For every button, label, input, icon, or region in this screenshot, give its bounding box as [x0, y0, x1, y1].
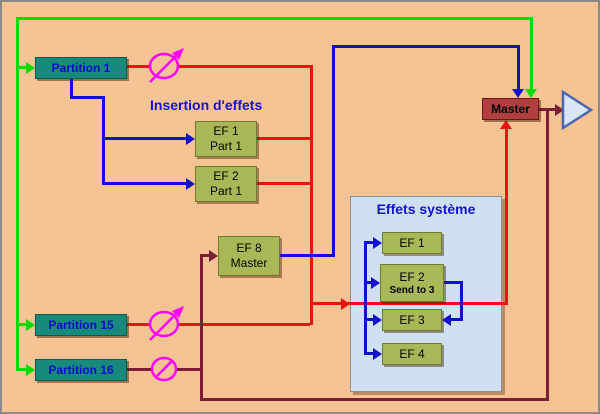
effect-target: Part 1 — [209, 139, 242, 153]
system-ef2-box: EF 2 Send to 3 — [380, 264, 444, 302]
system-ef1-box: EF 1 — [382, 232, 442, 254]
blue-partition1-jog — [70, 96, 105, 99]
effect-name: EF 1 — [213, 124, 239, 138]
red-arrow-system-panel — [341, 298, 350, 310]
maroon-arrow-ef8 — [209, 250, 218, 262]
green-stub-partition16 — [16, 368, 28, 371]
green-arrow-master-top — [525, 89, 537, 98]
blue-arrow-sys-ef3 — [373, 314, 382, 326]
system-ef4-box: EF 4 — [382, 343, 442, 365]
red-arrow-master-bottom — [500, 120, 512, 129]
blue-system-input-bus — [364, 242, 367, 355]
partition-15-box: Partition 15 — [35, 314, 127, 336]
blue-arrow-sys-ef2 — [371, 277, 380, 289]
green-arrow-partition15 — [26, 319, 35, 331]
effect-name: EF 2 — [213, 169, 239, 183]
red-partition1-out — [127, 65, 312, 68]
partition-16-box: Partition 16 — [35, 359, 127, 381]
effect-target: Master — [230, 256, 268, 270]
insertion-ef2-box: EF 2 Part 1 — [195, 166, 257, 202]
partition-1-box: Partition 1 — [35, 57, 127, 79]
output-triangle-icon — [561, 89, 594, 131]
master-box: Master — [482, 98, 539, 120]
green-stub-partition15 — [16, 323, 28, 326]
blue-arrow-ef2 — [186, 178, 195, 190]
red-ef1-out — [257, 137, 310, 140]
green-direct-line-top — [16, 17, 533, 20]
green-bus-left — [16, 17, 19, 371]
maroon-bottom-run — [200, 398, 549, 401]
blue-insertion-bus — [102, 96, 105, 185]
blue-stub-sys-ef3 — [364, 318, 373, 321]
red-ef2-out — [257, 182, 310, 185]
send-to-3-label: Send to 3 — [389, 284, 435, 296]
maroon-arrow-output — [555, 104, 564, 116]
insertion-ef8-master-box: EF 8 Master — [218, 236, 280, 276]
level-knob-icon-partition15 — [148, 306, 184, 341]
green-stub-partition1 — [16, 66, 28, 69]
blue-stub-sys-ef4 — [364, 352, 373, 355]
blue-arrow-ef1 — [186, 133, 195, 145]
blue-to-ef2 — [102, 182, 186, 185]
effect-name: EF 8 — [236, 241, 262, 255]
maroon-master-to-output — [539, 108, 556, 111]
blue-ef8-out — [280, 254, 334, 257]
blue-send2to3-return — [451, 318, 462, 321]
green-arrow-partition1 — [26, 62, 35, 74]
green-line-into-master — [530, 17, 533, 89]
green-arrow-partition16 — [26, 364, 35, 376]
system-effects-title: Effets système — [376, 201, 476, 217]
blue-to-ef1 — [102, 137, 186, 140]
blue-arrow-into-ef3 — [442, 314, 451, 326]
red-to-system-effects — [310, 302, 507, 305]
insertion-effects-title: Insertion d'effets — [150, 97, 263, 113]
blue-arrow-sys-ef4 — [373, 348, 382, 360]
maroon-stub-ef8 — [200, 254, 209, 257]
blue-stub-sys-ef2 — [364, 281, 371, 284]
red-bus-vertical — [310, 65, 313, 325]
effect-name: EF 2 — [399, 269, 425, 284]
blue-partition1-drop — [70, 79, 73, 99]
blue-top-run — [332, 45, 520, 48]
effect-target: Part 1 — [209, 184, 242, 198]
maroon-bus-vertical — [200, 255, 203, 401]
blue-send2to3-drop — [460, 281, 463, 321]
blue-arrow-master-top — [512, 89, 524, 98]
blue-stub-sys-ef1 — [364, 241, 373, 244]
system-ef3-box: EF 3 — [382, 309, 442, 331]
level-knob-icon-partition1 — [148, 48, 184, 83]
red-to-master — [505, 129, 508, 305]
maroon-right-riser — [546, 108, 549, 401]
blue-arrow-sys-ef1 — [373, 237, 382, 249]
blue-into-master — [517, 45, 520, 89]
blue-send2to3-out — [444, 281, 462, 284]
blue-ef8-riser — [332, 45, 335, 257]
insertion-ef1-box: EF 1 Part 1 — [195, 121, 257, 157]
red-partition15-out — [127, 323, 310, 326]
muted-level-icon-partition16 — [150, 356, 178, 382]
